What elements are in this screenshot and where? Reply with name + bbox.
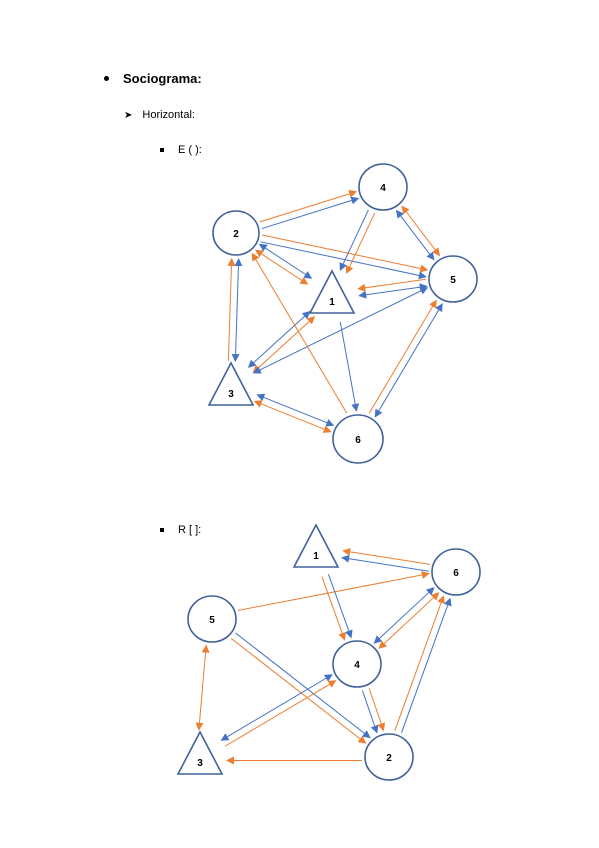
edge-2-3-blue <box>231 258 243 363</box>
edge-3-1-blue <box>247 310 311 368</box>
edge-2-5-orange <box>262 234 429 273</box>
edge-5-6-blue <box>374 303 443 418</box>
edge-2-4-orange <box>259 189 358 223</box>
node-6: 6 <box>431 548 481 596</box>
edge-4-2-blue <box>362 690 379 734</box>
graph-e-label: E ( ): <box>178 144 202 156</box>
heading-row: Sociograma: <box>104 71 202 86</box>
node-shape-circle <box>187 595 237 643</box>
square-bullet-icon <box>160 148 164 152</box>
node-1: 1 <box>308 269 356 314</box>
edge-2-1-orange <box>254 249 309 285</box>
node-2: 2 <box>364 733 414 781</box>
edge-2-4-blue <box>261 196 360 230</box>
node-2: 2 <box>212 210 260 256</box>
edge-5-3-orange <box>195 644 210 731</box>
node-3: 3 <box>176 730 224 775</box>
bullet-dot-icon <box>104 76 109 81</box>
edge-2-6-blue <box>401 597 452 733</box>
node-5: 5 <box>428 255 478 303</box>
edge-6-2-orange <box>251 252 348 414</box>
node-shape-circle <box>332 640 382 688</box>
edge-6-5-orange <box>368 299 437 414</box>
edge-2-5-blue <box>260 241 427 280</box>
node-label: 3 <box>197 758 203 769</box>
graph-r-label: R [ ]: <box>178 524 202 536</box>
section-subheading: Horizontal: <box>142 109 195 121</box>
subheading-row: ➤ Horizontal: <box>124 109 195 121</box>
node-shape-circle <box>431 548 481 596</box>
node-label: 6 <box>355 435 361 446</box>
edge-6-4-orange <box>378 592 440 649</box>
edge-3-2-orange <box>227 257 236 361</box>
edge-6-1-blue <box>341 554 429 572</box>
edge-6-3-blue <box>256 393 335 427</box>
graph-r-label-row: R [ ]: <box>160 524 201 536</box>
node-1: 1 <box>292 523 340 568</box>
node-label: 1 <box>329 297 335 308</box>
edge-4-1-blue <box>339 209 369 271</box>
node-shape-triangle <box>207 361 255 406</box>
edge-4-2-orange <box>368 688 386 732</box>
node-label: 3 <box>228 389 234 400</box>
edge-4-1-orange <box>345 212 376 274</box>
node-label: 2 <box>386 753 392 764</box>
square-bullet-icon <box>160 528 164 532</box>
edge-6-4-blue <box>373 587 435 644</box>
node-label: 1 <box>313 551 319 562</box>
edge-4-5-blue <box>395 209 435 261</box>
node-shape-triangle <box>308 269 356 314</box>
node-label: 5 <box>450 275 456 286</box>
edge-6-3-orange <box>253 400 332 433</box>
edge-5-3-blue <box>252 287 429 374</box>
edge-6-1-orange <box>342 547 430 565</box>
edge-1-4-blue <box>327 574 353 639</box>
node-6: 6 <box>332 414 384 464</box>
edge-3-1-orange <box>252 316 316 374</box>
edge-4-3-blue <box>220 674 333 741</box>
node-shape-circle <box>358 163 408 211</box>
node-4: 4 <box>332 640 382 688</box>
node-shape-triangle <box>292 523 340 568</box>
node-shape-circle <box>212 210 260 256</box>
node-3: 3 <box>207 361 255 406</box>
node-shape-circle <box>428 255 478 303</box>
edge-1-6-blue <box>339 321 360 412</box>
section-heading: Sociograma: <box>123 71 202 86</box>
node-shape-circle <box>332 414 384 464</box>
arrow-bullet-icon: ➤ <box>124 109 133 121</box>
node-5: 5 <box>187 595 237 643</box>
edge-1-4-orange <box>321 576 346 641</box>
node-label: 5 <box>209 615 215 626</box>
node-4: 4 <box>358 163 408 211</box>
node-shape-circle <box>364 733 414 781</box>
graph-e-label-row: E ( ): <box>160 144 202 156</box>
edge-5-6-orange <box>237 571 430 611</box>
edge-2-6-orange <box>394 595 445 731</box>
node-label: 6 <box>453 568 459 579</box>
node-label: 4 <box>354 660 360 671</box>
edge-3-4-orange <box>224 680 337 747</box>
node-label: 4 <box>380 183 386 194</box>
edge-2-1-blue <box>258 243 313 279</box>
node-shape-triangle <box>176 730 224 775</box>
edge-4-5-orange <box>401 205 441 257</box>
node-label: 2 <box>233 229 239 240</box>
